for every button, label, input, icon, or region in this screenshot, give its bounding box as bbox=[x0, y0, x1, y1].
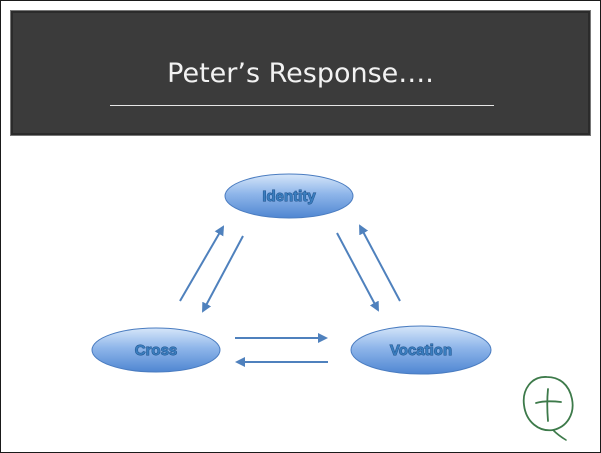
arrow-identity-to-cross bbox=[202, 235, 244, 313]
title-banner: Peter’s Response…. bbox=[13, 13, 588, 133]
slide-title: Peter’s Response…. bbox=[167, 58, 434, 89]
arrow-cross-to-identity bbox=[179, 225, 225, 302]
arrow-identity-to-vocation bbox=[336, 232, 379, 312]
node-identity-label: Identity bbox=[262, 188, 316, 205]
node-vocation-label: Vocation bbox=[390, 342, 452, 359]
node-cross-label: Cross bbox=[135, 342, 178, 359]
arrow-vocation-to-identity bbox=[359, 224, 401, 302]
handwritten-cross-icon bbox=[522, 376, 574, 441]
node-vocation: Vocation bbox=[350, 325, 492, 375]
node-identity: Identity bbox=[224, 173, 354, 219]
title-underline bbox=[110, 105, 494, 106]
node-cross: Cross bbox=[91, 327, 221, 373]
